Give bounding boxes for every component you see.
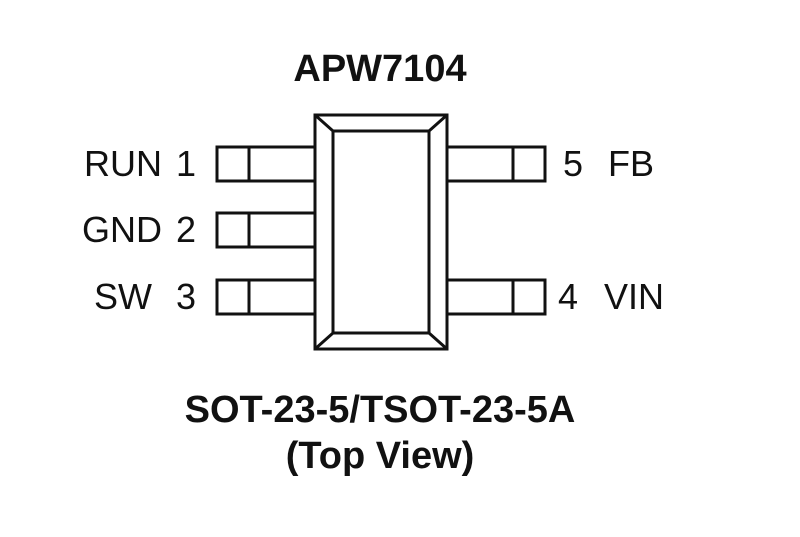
chip-body-inner xyxy=(331,129,431,335)
chip-body xyxy=(313,113,449,351)
package-name: SOT-23-5/TSOT-23-5A xyxy=(184,389,576,431)
pin-4-name: VIN xyxy=(604,276,664,317)
pin-3-number: 3 xyxy=(176,276,196,317)
pin-2-name: GND xyxy=(82,209,162,250)
pin-3-name: SW xyxy=(94,276,152,317)
pin-4-lead xyxy=(445,278,547,316)
pin-5-lead xyxy=(445,145,547,183)
pin-5-name: FB xyxy=(608,143,654,184)
package-view: (Top View) xyxy=(285,435,475,477)
pin-5-number: 5 xyxy=(563,143,583,184)
chip-bevel-tl xyxy=(314,113,334,133)
pin-2-lead xyxy=(215,211,317,249)
chip-bevel-bl xyxy=(314,331,334,351)
chip-body-outer xyxy=(313,113,449,351)
chip-bevel-tr xyxy=(428,113,448,133)
pin-1-lead xyxy=(215,145,317,183)
pin-1-name: RUN xyxy=(84,143,162,184)
pin-3-lead xyxy=(215,278,317,316)
pin-2-number: 2 xyxy=(176,209,196,250)
pin-1-number: 1 xyxy=(176,143,196,184)
chip-bevel-br xyxy=(428,331,448,351)
chip-title: APW7104 xyxy=(293,48,467,90)
pin-4-number: 4 xyxy=(558,276,578,317)
